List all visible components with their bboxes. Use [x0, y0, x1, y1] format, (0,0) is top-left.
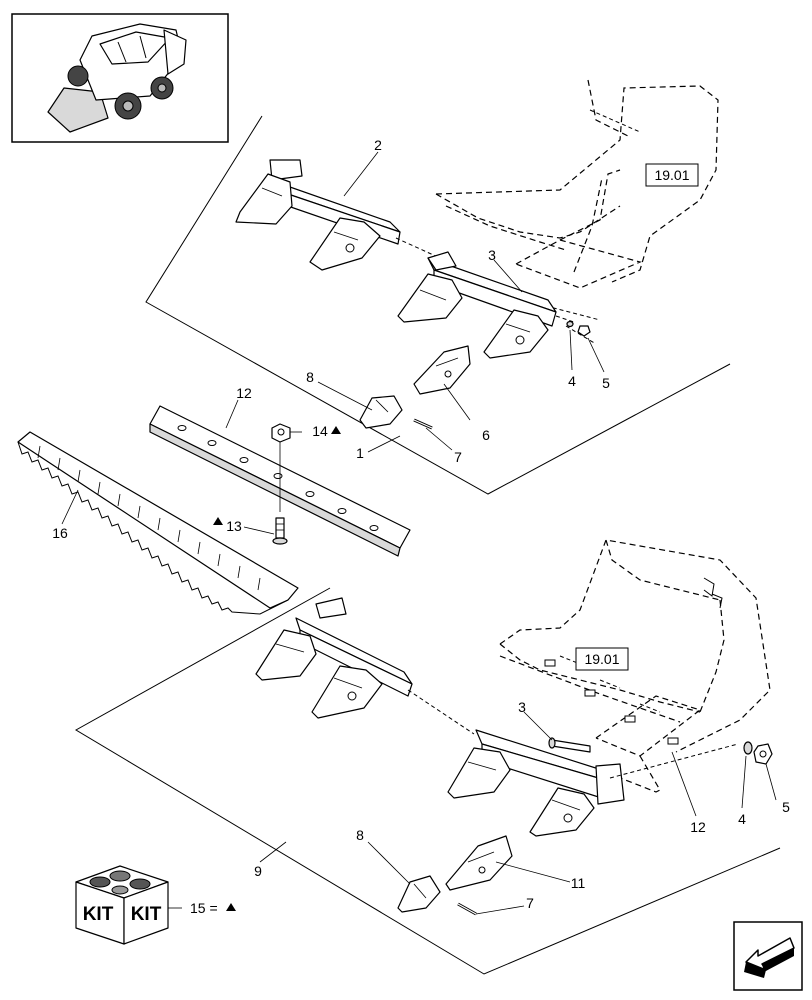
nut-part-14	[271, 423, 291, 512]
serrated-edge-part-16	[17, 431, 299, 615]
bucket-outline-lower	[499, 539, 771, 793]
bolt-part-3-lower	[548, 737, 591, 753]
kit-face-right-label: KIT	[131, 904, 162, 925]
marker-triangle-14	[331, 426, 341, 434]
callout-12-upper: 12	[236, 385, 252, 401]
tooth-part-8-upper	[359, 395, 403, 429]
reference-box-lower-label: 19.01	[584, 651, 619, 667]
callout-7-upper: 7	[454, 449, 462, 465]
callout-5-upper: 5	[602, 375, 610, 391]
callout-1: 1	[356, 445, 364, 461]
marker-triangle-13	[213, 517, 223, 525]
callout-4-lower: 4	[738, 811, 746, 827]
upper-assembly: 19.01	[145, 79, 731, 495]
callout-11: 11	[571, 875, 586, 891]
callout-4-upper: 4	[568, 373, 576, 389]
reference-box-upper[interactable]	[645, 163, 699, 187]
callout-14: 14	[312, 423, 328, 439]
skid-steer-loader-icon	[11, 13, 229, 143]
callout-2: 2	[374, 137, 382, 153]
next-page-arrow-icon[interactable]	[733, 921, 803, 991]
kit-box-icon: KIT KIT	[75, 865, 169, 945]
lower-assembly: 19.01	[75, 539, 781, 975]
callout-5-lower: 5	[782, 799, 790, 815]
callout-8-lower: 8	[356, 827, 364, 843]
tooth-part-6	[413, 345, 471, 395]
callout-labels: 2 3 4 5 8 6 7 1 12 14 13 16 9 3 4 5 8 11…	[52, 137, 790, 911]
tooth-part-11	[445, 835, 513, 891]
pin-part-7-upper	[413, 418, 433, 430]
bolt-part-13	[272, 517, 288, 545]
kit-legend-text: 15 =	[190, 900, 218, 916]
reference-box-lower[interactable]	[575, 647, 629, 671]
leader-lines	[61, 151, 777, 915]
tooth-bar-upper-rear	[235, 159, 441, 271]
tooth-bar-lower-front	[447, 729, 739, 837]
callout-12-lower: 12	[690, 819, 706, 835]
callout-9: 9	[254, 863, 262, 879]
bolt-nut-upper	[565, 320, 597, 345]
tooth-bar-upper-front	[397, 251, 575, 359]
reference-box-upper-label: 19.01	[654, 167, 689, 183]
pin-part-7-lower	[457, 902, 477, 916]
washer-nut-lower	[743, 741, 773, 765]
callout-3-lower: 3	[518, 699, 526, 715]
callout-8-upper: 8	[306, 369, 314, 385]
kit-face-left-label: KIT	[83, 904, 114, 925]
bucket-outline-upper	[435, 79, 719, 321]
tooth-bar-lower-rear	[255, 597, 475, 735]
tooth-part-8-lower	[397, 875, 441, 913]
callout-7-lower: 7	[526, 895, 534, 911]
callout-3-upper: 3	[488, 247, 496, 263]
callout-16: 16	[52, 525, 68, 541]
callout-6: 6	[482, 427, 490, 443]
callout-13: 13	[226, 518, 242, 534]
marker-triangle-kit	[226, 903, 236, 911]
